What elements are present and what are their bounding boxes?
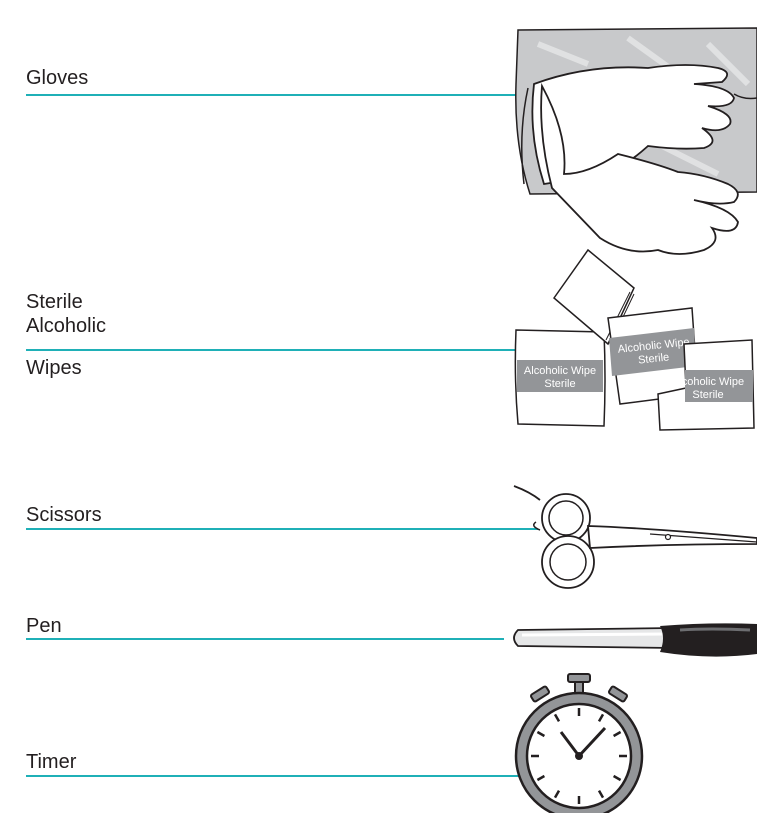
pen-icon — [510, 618, 757, 662]
pen-label: Pen — [26, 614, 62, 638]
timer-leader-line — [26, 775, 522, 777]
packet-text-right-1: Alcoholic Wipe — [672, 376, 744, 388]
pen-leader-line — [26, 638, 504, 640]
stopwatch-icon — [505, 668, 655, 813]
scissors-label: Scissors — [26, 503, 102, 527]
alcohol-wipes-icon: Alcoholic Wipe Sterile Alcoholic Wipe St… — [508, 248, 757, 438]
packet-text-left-2: Sterile — [544, 378, 575, 390]
packet-text-right-2: Sterile — [692, 389, 723, 401]
wipes-label-line2: Alcoholic — [26, 314, 106, 338]
packet-text-left-1: Alcoholic Wipe — [524, 365, 596, 377]
scissors-icon — [510, 478, 757, 590]
gloves-leader-line — [26, 94, 516, 96]
timer-label: Timer — [26, 750, 76, 774]
wipes-label-line3: Wipes — [26, 356, 82, 380]
scissors-leader-line — [26, 528, 538, 530]
gloves-label: Gloves — [26, 66, 88, 90]
wipes-leader-line — [26, 349, 516, 351]
wipes-label-line1: Sterile — [26, 290, 83, 314]
gloves-icon — [508, 24, 757, 264]
